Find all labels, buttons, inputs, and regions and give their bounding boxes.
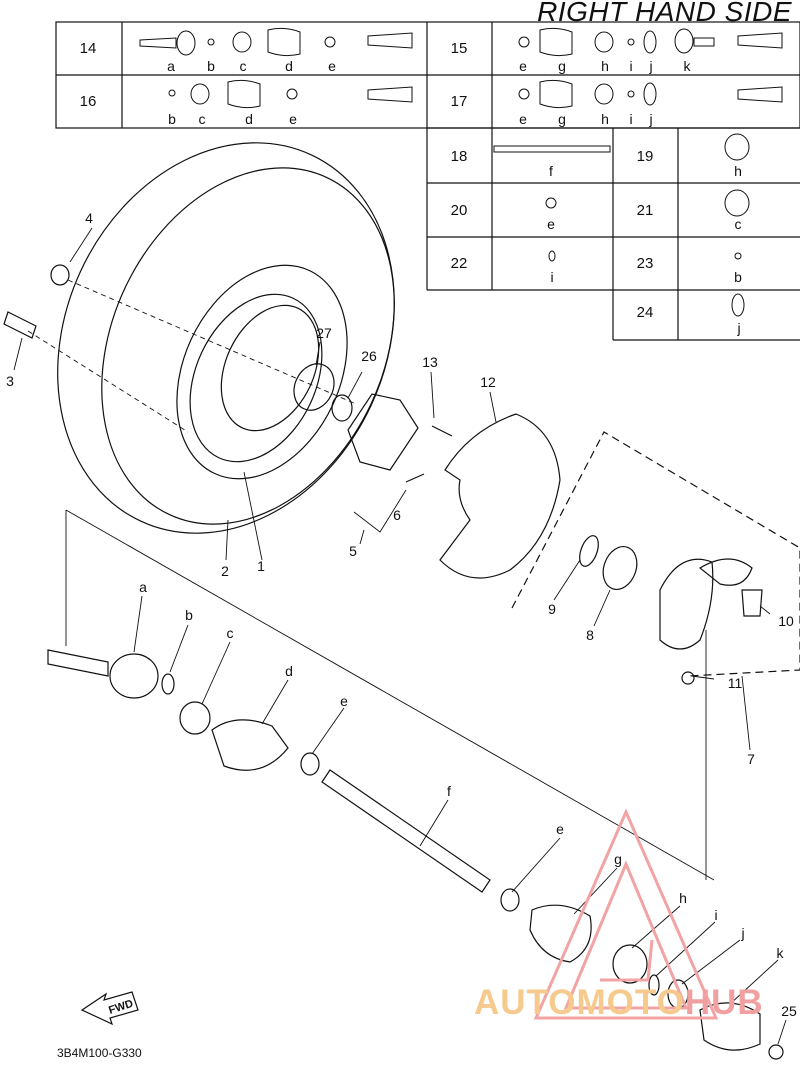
kit-letter: e [328,58,336,74]
kit-ref: 23 [637,255,654,272]
callout-label: e [340,693,348,709]
callout-label: 6 [393,507,401,523]
kit-ref: 14 [80,40,97,57]
kit-letter: j [648,58,652,74]
kit-letter: j [648,111,652,127]
callout-label: a [139,579,147,595]
diagram-callouts: 1 2 3 4 5 6 7 8 9 10 11 12 13 25 26 27 a… [6,210,797,1019]
kit-letter: k [684,58,692,74]
callout-label: 13 [422,354,438,370]
kit-letter: d [285,58,293,74]
callout-label: c [227,625,234,641]
callout-label: 4 [85,210,93,226]
kit-letter: c [240,58,247,74]
kit-letter: d [245,111,253,127]
kit-letter: h [601,58,609,74]
kit-letter: c [735,216,742,232]
kit-letter: e [519,111,527,127]
callout-label: h [679,890,687,906]
callout-label: d [285,663,293,679]
kit-ref: 15 [451,40,468,57]
watermark-part2: HUB [684,983,764,1022]
callout-label: 8 [586,627,594,643]
kit-table [55,21,800,341]
callout-label: 2 [221,563,229,579]
kit-letter: b [734,269,742,285]
wheel-tire [57,142,395,534]
callout-label: f [447,783,451,799]
kit-letter: e [289,111,297,127]
kit-ref: 19 [637,148,654,165]
kit-ref: 21 [637,202,654,219]
kit-letter: e [519,58,527,74]
table-part-icons [139,27,783,317]
fwd-label: FWD [107,998,135,1017]
kit-ref: 22 [451,255,468,272]
kit-ref: 20 [451,202,468,219]
watermark-part1: AUTOMOTO [474,983,685,1022]
callout-label: k [777,945,785,961]
callout-label: 1 [257,558,265,574]
callout-label: 26 [361,348,377,364]
kit-letter: i [629,58,632,74]
callout-label: 5 [349,543,357,559]
callout-label: b [185,607,193,623]
kit-letter: b [207,58,215,74]
callout-label: 27 [316,325,332,341]
callout-label: 25 [781,1003,797,1019]
kit-letter: i [550,269,553,285]
kit-letter: g [558,111,566,127]
callout-label: 10 [778,613,794,629]
kit-ref: 16 [80,93,97,110]
kit-letter: g [558,58,566,74]
hub-parts [3,264,763,685]
kit-letter: b [168,111,176,127]
kit-letter: c [199,111,206,127]
callout-label: g [614,851,622,867]
watermark-text: AUTOMOTOHUB [474,983,764,1023]
kit-letter: f [549,163,553,179]
knuckle-assembly-frame [511,431,800,677]
kit-table-refs: 14 15 16 17 18 19 20 21 22 23 24 [80,40,654,321]
diagram-code: 3B4M100-G330 [57,1046,142,1060]
kit-letter: h [601,111,609,127]
kit-letter: i [629,111,632,127]
kit-letter: a [167,58,175,74]
callout-label: i [714,907,717,923]
driveshaft-parts [47,649,784,1060]
callout-label: 7 [747,751,755,767]
callout-label: 12 [480,374,496,390]
callout-label: e [556,821,564,837]
callout-label: 11 [728,675,743,691]
kit-table-letters: a b c d e e g h i j k b c d e e g h i j … [167,58,742,336]
callout-label: 9 [548,601,556,617]
kit-letter: e [547,216,555,232]
watermark-logo-icon [533,808,719,1020]
callout-label: 3 [6,373,14,389]
kit-letter: j [736,320,740,336]
fwd-arrow-icon [80,991,139,1026]
callout-label: j [740,925,744,941]
kit-ref: 17 [451,93,468,110]
kit-letter: h [734,163,742,179]
kit-ref: 24 [637,304,654,321]
kit-ref: 18 [451,148,468,165]
leader-lines [13,227,787,1045]
